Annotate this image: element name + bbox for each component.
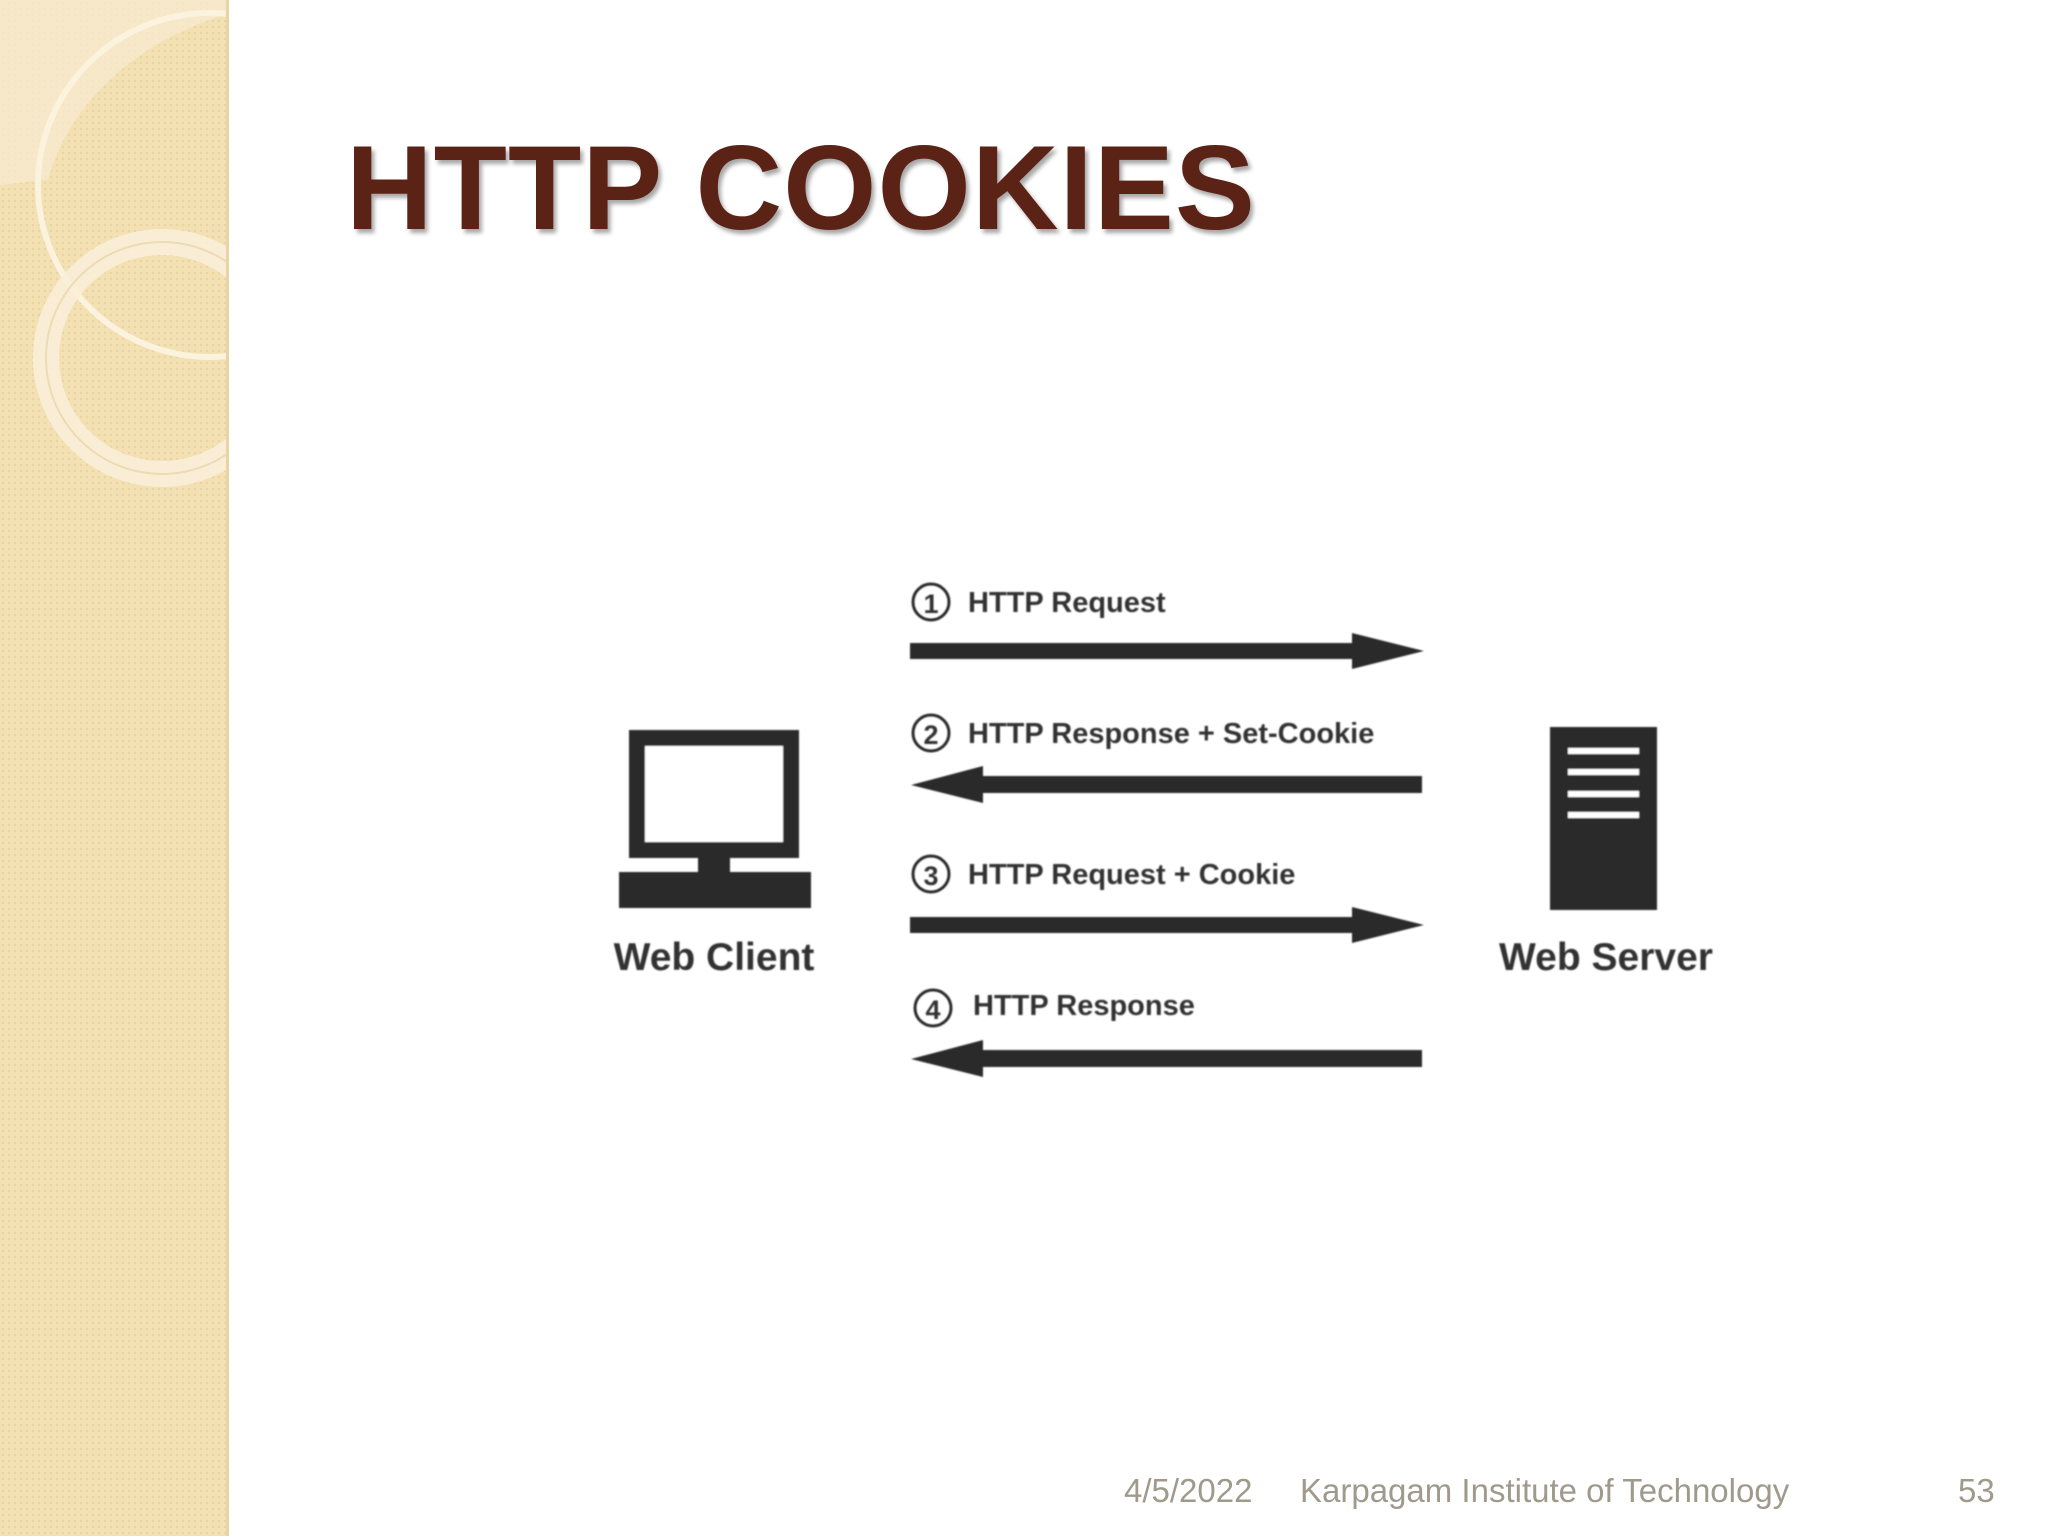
step-label: HTTP Request bbox=[968, 587, 1166, 619]
footer-organization: Karpagam Institute of Technology bbox=[1300, 1472, 1790, 1509]
computer-monitor-icon bbox=[619, 730, 811, 908]
arrow-right-head-icon bbox=[1352, 633, 1424, 669]
arrow-right-head-icon bbox=[1352, 907, 1424, 943]
step-3-request-cookie: 3 HTTP Request + Cookie bbox=[910, 854, 1424, 943]
step-2-response-set-cookie: 2 HTTP Response + Set-Cookie bbox=[911, 713, 1422, 803]
step-number-circle bbox=[911, 582, 951, 622]
footer-page-number: 53 bbox=[1958, 1472, 1995, 1509]
footer-date: 4/5/2022 bbox=[1124, 1472, 1253, 1509]
arrow-left-head-icon bbox=[911, 766, 983, 803]
step-number-circle bbox=[913, 988, 953, 1028]
web-server-label: Web Server bbox=[1499, 936, 1713, 979]
http-cookie-diagram: Web Client Web Server 1 HTTP Request 2 H… bbox=[614, 582, 1713, 1077]
sidebar-edge bbox=[226, 0, 229, 1536]
step-label: HTTP Response + Set-Cookie bbox=[968, 718, 1374, 750]
arrow-right-shaft bbox=[910, 643, 1360, 659]
arrow-right-shaft bbox=[910, 917, 1360, 933]
server-tower-icon bbox=[1550, 727, 1657, 910]
step-number: 3 bbox=[923, 861, 938, 891]
step-label: HTTP Request + Cookie bbox=[968, 859, 1295, 891]
web-client-label: Web Client bbox=[614, 936, 815, 979]
decorative-rings bbox=[0, 0, 228, 487]
step-number-circle bbox=[911, 713, 951, 753]
step-number: 1 bbox=[923, 589, 938, 619]
arrow-left-shaft bbox=[975, 776, 1422, 793]
step-label: HTTP Response bbox=[973, 990, 1195, 1022]
arrow-left-head-icon bbox=[911, 1040, 983, 1077]
decorative-sidebar bbox=[0, 0, 228, 1536]
step-1-request: 1 HTTP Request bbox=[910, 582, 1424, 669]
step-number: 4 bbox=[925, 995, 940, 1025]
step-number-circle bbox=[911, 854, 951, 894]
step-4-response: 4 HTTP Response bbox=[911, 988, 1422, 1077]
arrow-left-shaft bbox=[975, 1050, 1422, 1067]
step-number: 2 bbox=[923, 720, 938, 750]
slide-title: HTTP COOKIES bbox=[346, 121, 1256, 255]
